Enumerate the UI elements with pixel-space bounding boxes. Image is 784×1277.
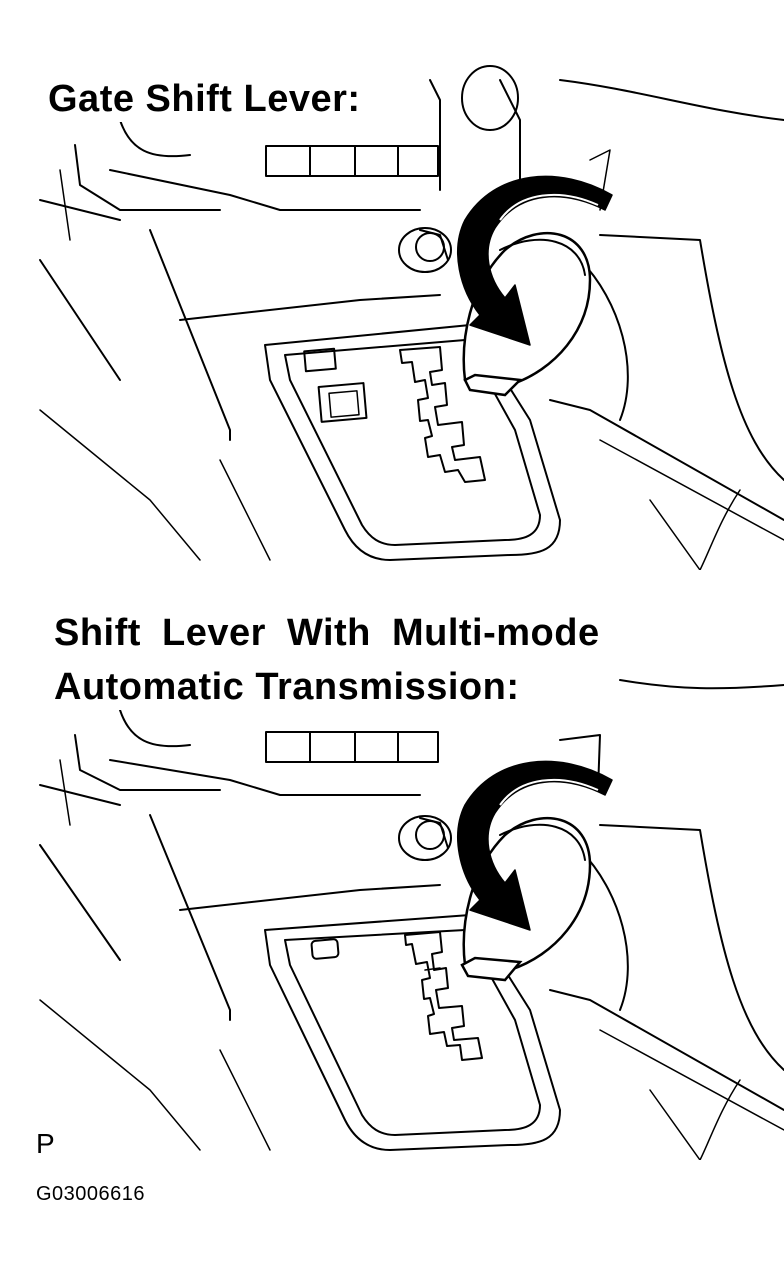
multi-mode-title-line-1: Shift Lever With Multi-mode [50, 610, 604, 656]
figure-id: G03006616 [36, 1183, 146, 1205]
gate-shift-lever-title: Gate Shift Lever: [44, 76, 365, 122]
gate-console-drawing [39, 65, 784, 570]
gate-shift-lever-illustration [0, 60, 784, 570]
multi-mode-shift-lever-illustration [0, 640, 784, 1160]
multi-mode-title-line-2: Automatic Transmission: [50, 664, 524, 710]
corner-mark: P [36, 1128, 55, 1159]
multi-mode-console-drawing [39, 679, 784, 1160]
